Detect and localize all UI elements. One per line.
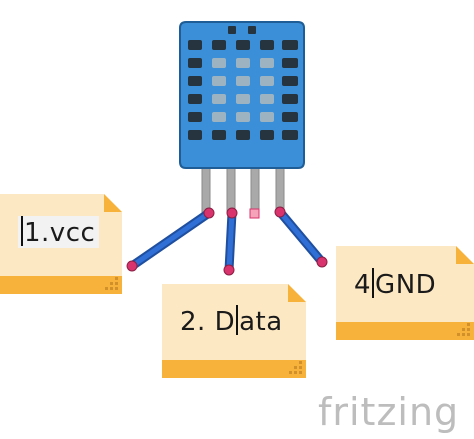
vent-slot [188,58,202,68]
note-vcc-text-after: .vcc [41,218,96,248]
note-gnd-text-before: 4 [354,270,372,300]
unconnected-pin-marker [249,208,260,219]
vent-slot [236,40,250,50]
vent-slot [228,26,236,34]
vent-slot [212,94,226,104]
dht-sensor[interactable] [179,21,305,169]
vent-slot [212,40,226,50]
vent-slot [212,112,226,122]
note-gnd[interactable] [336,246,474,340]
vent-slot [236,112,250,122]
vent-slot [188,112,202,122]
vent-slot [260,130,274,140]
wire-endpoints[interactable] [126,206,328,276]
vent-slot [282,94,298,104]
vent-slot [188,130,202,140]
vent-slot [236,94,250,104]
note-data[interactable] [162,284,306,378]
text-cursor [236,305,239,335]
vent-slot [236,58,250,68]
text-cursor [21,216,23,246]
vent-slot [282,58,298,68]
vent-slot [260,58,274,68]
note-vcc-label: 1.vcc [18,216,100,248]
note-vcc-text-before: 1 [24,218,42,248]
vent-slot [260,94,274,104]
vent-slot [212,130,226,140]
note-data-text-after: ata [239,307,283,337]
text-cursor [372,268,375,298]
note-gnd-text-after: GND [375,270,437,300]
vent-slot [260,40,274,50]
vent-slot [282,112,298,122]
note-data-text-before: 2. D [180,307,236,337]
vent-slot [282,130,298,140]
wires[interactable] [127,207,327,275]
vent-slot [248,26,256,34]
vent-slot [212,76,226,86]
vent-slot [212,58,226,68]
vent-slot [236,76,250,86]
vent-slot [282,76,298,86]
fritzing-watermark: fritzing [318,390,460,434]
sensor-vents [188,26,298,140]
vent-slot [236,130,250,140]
sensor-pins [201,161,285,213]
vent-slot [260,76,274,86]
vent-slot [282,40,298,50]
vent-slot [188,94,202,104]
vent-slot [260,112,274,122]
vent-slot [188,40,202,50]
vent-slot [188,76,202,86]
